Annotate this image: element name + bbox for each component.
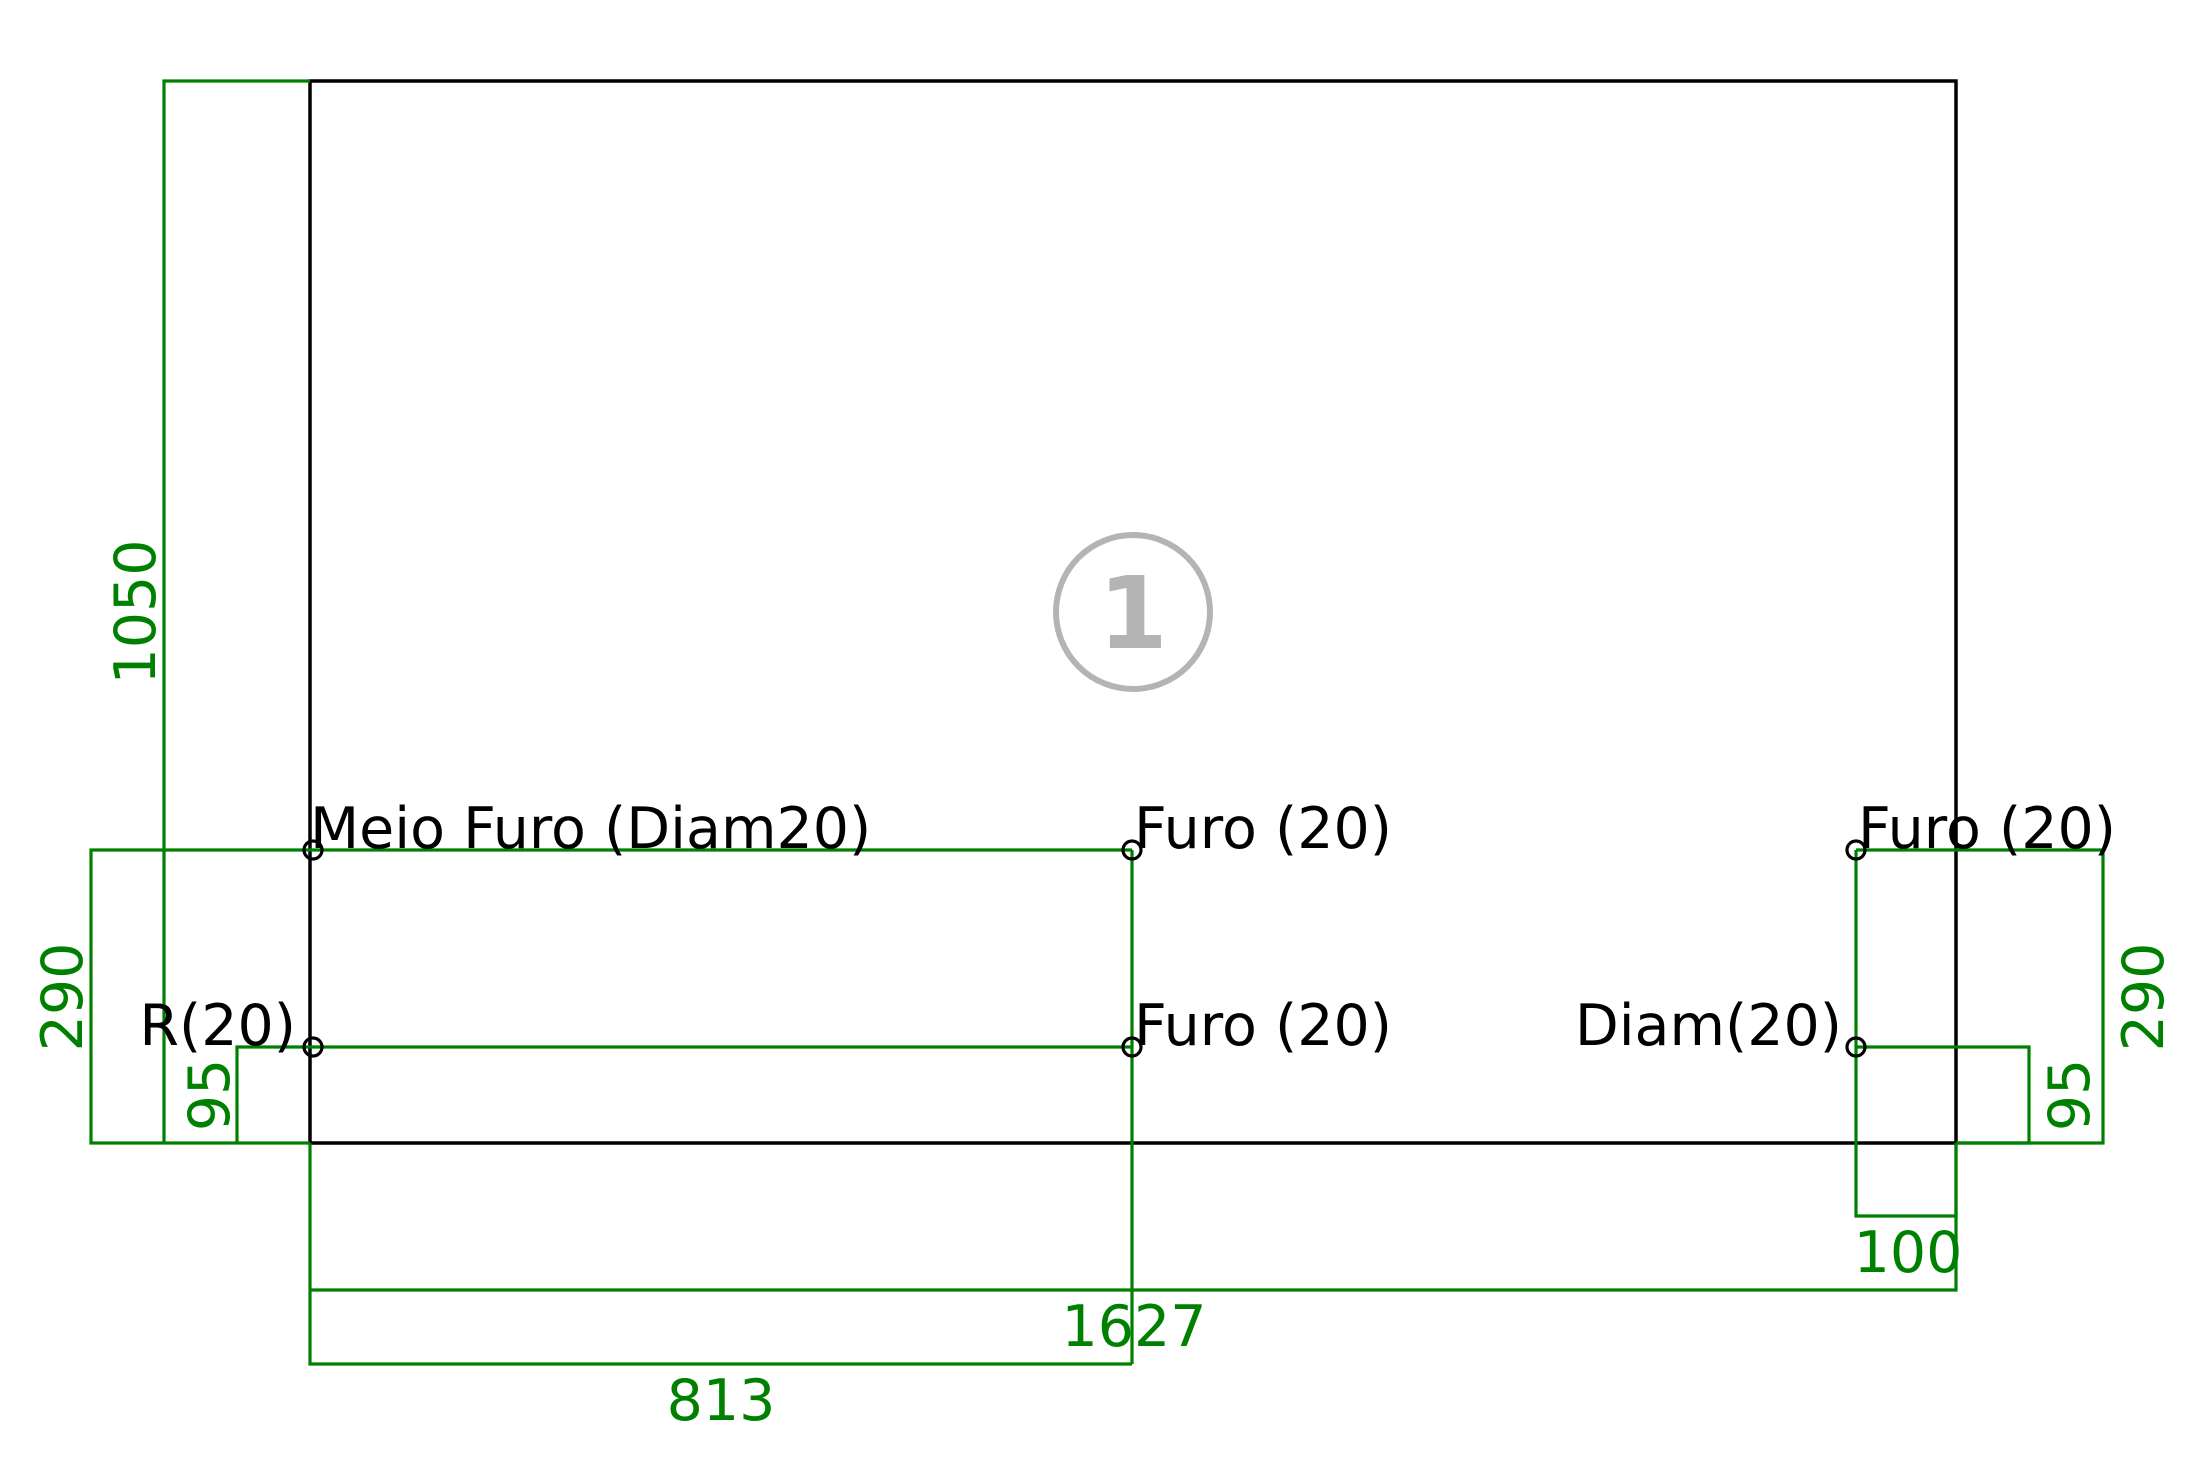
hole-top-mid: [1121, 839, 1143, 861]
dim-line-right-edge-offset: [1854, 850, 1958, 1218]
dim-right-hole-offset: 290: [2111, 943, 2177, 1052]
label-top-right: Furo (20): [1858, 796, 2116, 862]
hole-bottom-right: [1845, 1036, 1867, 1058]
dim-overall-width: 1627: [1061, 1294, 1206, 1360]
hole-labels: Meio Furo (Diam20) Furo (20) Furo (20) R…: [139, 796, 2116, 1059]
dim-right-edge-offset: 100: [1854, 1220, 1963, 1286]
label-bottom-mid: Furo (20): [1134, 993, 1392, 1059]
hole-top-right: [1845, 839, 1867, 861]
label-bottom-right: Diam(20): [1575, 993, 1842, 1059]
dim-left-hole-offset: 290: [30, 943, 96, 1052]
hole-top-left: [302, 839, 324, 861]
part-number-badge: 1: [1053, 532, 1213, 692]
label-bottom-left: R(20): [139, 993, 296, 1059]
label-top-left: Meio Furo (Diam20): [310, 796, 871, 862]
holes: [302, 839, 1867, 1058]
part-number: 1: [1098, 555, 1168, 672]
dim-mid-offset: 813: [667, 1368, 776, 1434]
dim-line-overall-height: [162, 79, 310, 1143]
hole-bottom-left: [302, 1036, 324, 1058]
dim-overall-height: 1050: [103, 539, 169, 684]
dimension-values: 1050 290 95 290 95 100 1627 813: [30, 539, 2177, 1434]
dim-line-mid-offset: [308, 1143, 1132, 1366]
hole-bottom-mid: [1121, 1036, 1143, 1058]
dim-left-row-offset: 95: [177, 1059, 243, 1132]
dim-line-left-row-offset: [235, 1045, 310, 1143]
dimension-lines: [89, 79, 2105, 1366]
label-top-mid: Furo (20): [1134, 796, 1392, 862]
dim-line-right-row-offset: [1856, 1045, 2031, 1145]
dim-right-row-offset: 95: [2037, 1059, 2103, 1132]
dim-line-left-hole-offset: [89, 848, 310, 1145]
part-number-circle: [1053, 532, 1213, 692]
